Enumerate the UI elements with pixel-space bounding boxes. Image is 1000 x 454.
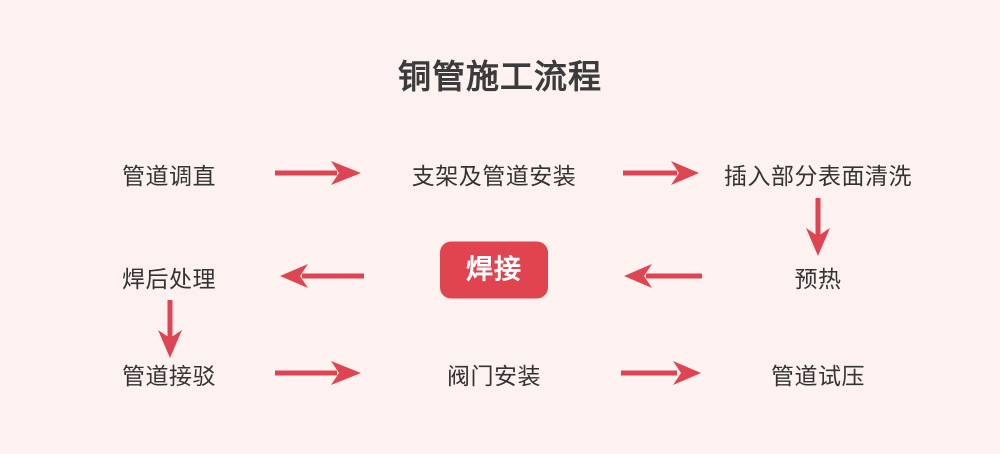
flow-node-n8[interactable]: 阀门安装 — [447, 363, 541, 389]
flow-node-n5-highlight[interactable]: 焊接 — [440, 241, 548, 299]
arrow-left-icon-n5-n6 — [280, 263, 364, 289]
arrow-down-icon-n6-n7 — [157, 300, 183, 358]
flow-node-n9[interactable]: 管道试压 — [771, 363, 865, 389]
arrow-right-icon-n2-n3 — [623, 160, 699, 186]
page-title: 铜管施工流程 — [398, 58, 602, 95]
flow-node-n1[interactable]: 管道调直 — [122, 163, 216, 189]
arrow-right-icon-n8-n9 — [621, 360, 701, 386]
arrow-right-icon-n1-n2 — [275, 160, 361, 186]
arrow-left-icon-n4-n5 — [624, 263, 702, 289]
flow-node-n7[interactable]: 管道接驳 — [122, 363, 216, 389]
flow-node-n3[interactable]: 插入部分表面清洗 — [724, 163, 912, 189]
arrow-right-icon-n7-n8 — [275, 360, 361, 386]
flow-node-n4[interactable]: 预热 — [794, 266, 842, 292]
flow-node-n6[interactable]: 焊后处理 — [122, 266, 216, 292]
arrow-down-icon-n3-n4 — [805, 198, 831, 256]
flow-node-n2[interactable]: 支架及管道安装 — [411, 163, 577, 189]
